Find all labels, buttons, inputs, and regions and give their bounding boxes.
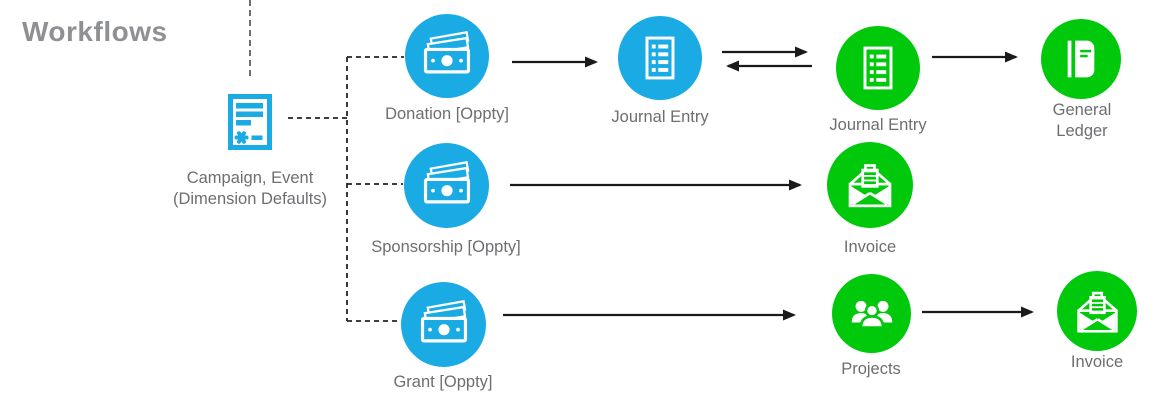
money-icon [423,160,470,203]
grant-oppty-label: Grant [Oppty] [393,373,493,391]
people-group-icon [851,300,892,329]
money-icon [420,299,467,342]
node-invoice-grant [1057,271,1137,351]
invoice-envelope-icon [1076,291,1118,333]
general-ledger-label: General Ledger [1052,101,1112,140]
money-icon [423,30,471,74]
node-journal-entry-green [836,26,920,110]
node-grant-oppty [401,282,486,367]
node-projects [832,274,911,353]
journal-list-icon [645,36,675,80]
page-title: Workflows [22,16,168,47]
sponsorship-oppty-label: Sponsorship [Oppty] [371,238,521,256]
journal-entry-green-label: Journal Entry [829,116,927,134]
node-donation-oppty [405,14,489,98]
node-invoice-sponsorship [827,142,913,228]
ledger-book-icon [1067,40,1095,78]
journal-list-icon [863,46,893,90]
campaign-event-label-line2: (Dimension Defaults) [172,190,328,208]
projects-label: Projects [841,360,901,378]
journal-entry-blue-label: Journal Entry [611,108,709,126]
node-campaign-event [228,94,272,155]
invoice-grant-label: Invoice [1070,353,1124,371]
node-general-ledger [1041,19,1121,99]
campaign-event-label: Campaign, Event (Dimension Defaults) [173,168,327,210]
asterisk-glyph [234,131,249,144]
donation-oppty-label: Donation [Oppty] [385,105,509,123]
node-journal-entry-blue [618,16,702,100]
campaign-document-icon [228,94,272,150]
campaign-event-label-line1: Campaign, Event [186,169,314,187]
node-sponsorship-oppty [404,143,489,228]
invoice-sponsorship-label: Invoice [843,238,897,256]
invoice-envelope-icon [848,164,892,208]
